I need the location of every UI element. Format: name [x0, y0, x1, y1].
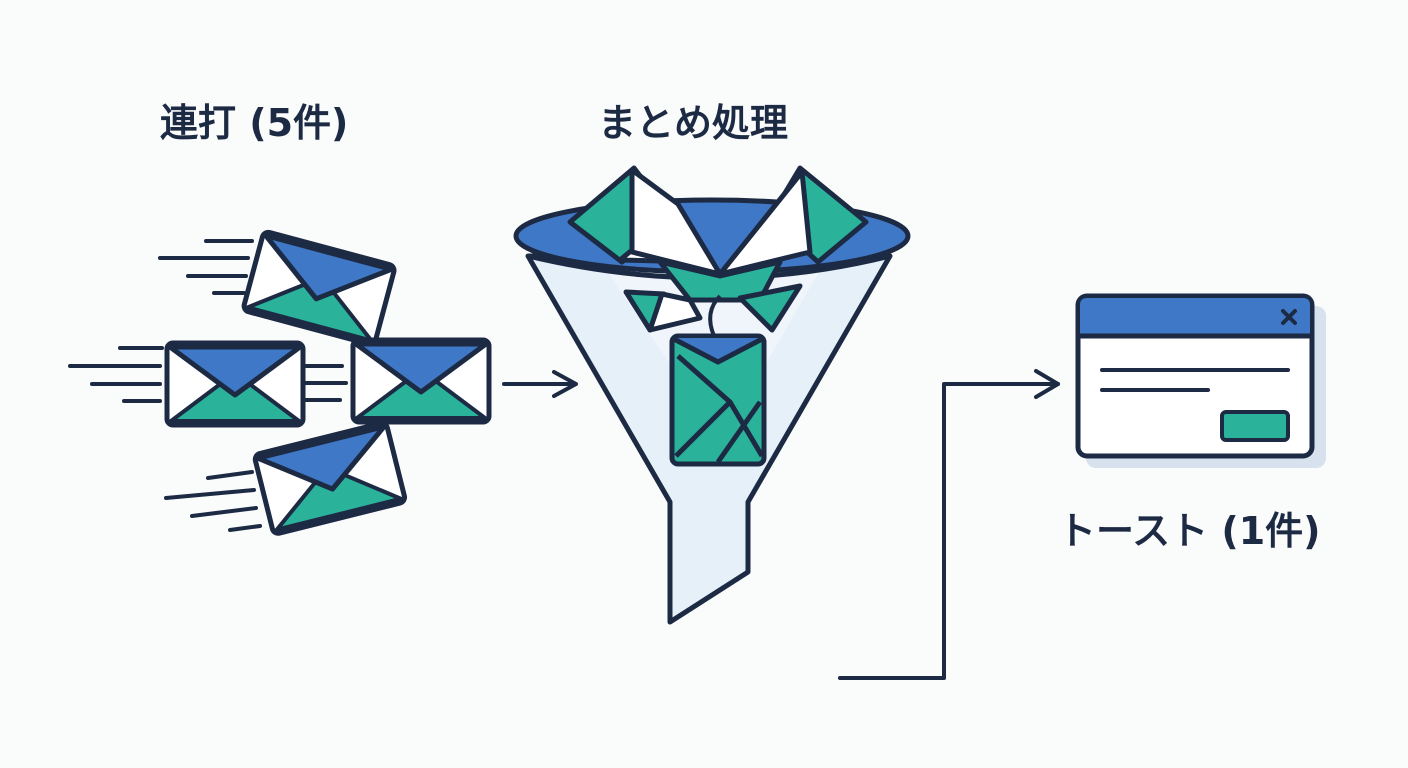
envelope-icon: [353, 340, 489, 422]
arrow-right-icon: [838, 369, 1060, 680]
close-icon: [1281, 309, 1297, 325]
funnel-envelopes: [567, 165, 869, 337]
burst-label: 連打 (5件): [160, 101, 349, 145]
batch-label: まとめ処理: [598, 101, 789, 145]
envelope-icon: [254, 422, 406, 534]
envelope-icon: [167, 343, 303, 425]
toast-window-icon: [1075, 293, 1326, 468]
toast-label: トースト (1件): [1058, 509, 1321, 553]
toast-action-button: [1220, 410, 1290, 442]
envelope-icon: [243, 231, 396, 345]
arrow-right-icon: [502, 370, 578, 398]
envelope-icon: [669, 333, 767, 467]
speed-lines: [68, 239, 348, 532]
